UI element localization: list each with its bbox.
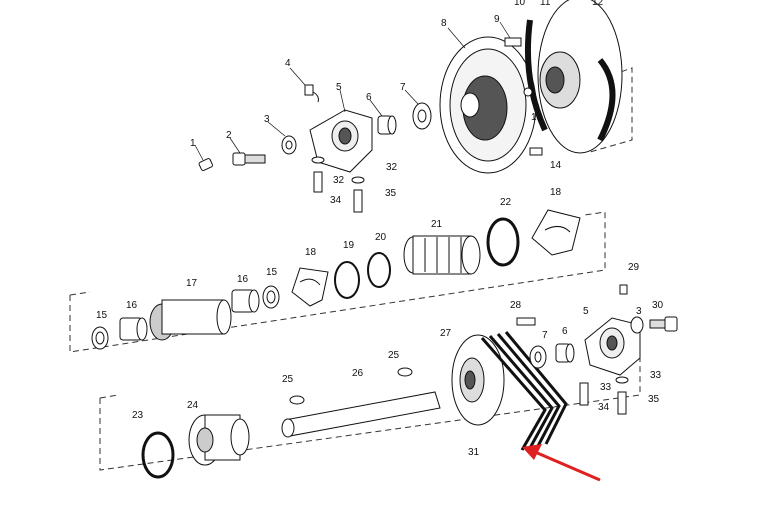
callout-label-c29: 29 — [628, 262, 640, 273]
callout-label-c7b: 7 — [542, 330, 548, 341]
callout-label-c13: 13 — [531, 112, 543, 123]
part-17-hub — [149, 299, 232, 341]
callout-label-c16a: 16 — [126, 300, 138, 311]
part-6-bushing-lower — [555, 343, 575, 363]
callout-label-c20: 20 — [375, 232, 387, 243]
callout-label-c30: 30 — [652, 300, 664, 311]
part-24-hub — [188, 414, 250, 466]
callout-label-c28: 28 — [510, 300, 522, 311]
part-7-washer-lower — [529, 345, 547, 369]
callout-label-c23: 23 — [132, 410, 144, 421]
callout-label-c35a: 35 — [385, 188, 397, 199]
callout-label-c32b: 32 — [386, 162, 398, 173]
part-15-washer-left — [91, 326, 109, 350]
callout-label-c12: 12 — [592, 0, 604, 8]
callout-label-c25a: 25 — [282, 374, 294, 385]
callout-label-c14: 14 — [550, 160, 562, 171]
callout-label-c33a: 33 — [600, 382, 612, 393]
callout-label-c11: 11 — [540, 0, 551, 8]
part-4-fitting — [289, 67, 319, 103]
part-33-34-35-fasteners-lower — [579, 376, 629, 415]
part-30-bolt — [649, 316, 678, 332]
callout-label-c15b: 15 — [266, 267, 278, 278]
part-8-drive-sheave — [439, 27, 537, 174]
part-31-belts — [480, 331, 568, 451]
part-9-bolt — [499, 21, 522, 47]
callout-label-c5b: 5 — [583, 306, 589, 317]
part-15-washer-right — [262, 285, 280, 309]
callout-label-c1: 1 — [190, 138, 196, 149]
part-16-bushing-left — [119, 317, 148, 341]
callout-label-c5a: 5 — [336, 82, 342, 93]
middle-group-outline — [69, 211, 606, 353]
callout-label-c2: 2 — [226, 130, 232, 141]
part-26-shaft — [281, 391, 441, 438]
callout-label-c26: 26 — [352, 368, 364, 379]
part-20-ring — [367, 252, 391, 288]
part-22-ring — [486, 217, 520, 267]
callout-label-c17: 17 — [186, 278, 198, 289]
part-18-cam-left — [291, 267, 329, 307]
callout-label-c27: 27 — [440, 328, 452, 339]
part-1-bolt — [194, 144, 213, 172]
part-28-bolt — [516, 317, 536, 326]
part-6-bushing — [369, 99, 397, 135]
callout-label-c19: 19 — [343, 240, 355, 251]
callout-label-c32a: 32 — [333, 175, 345, 186]
callout-label-c3b: 3 — [636, 306, 642, 317]
part-23-ring — [141, 431, 175, 479]
callout-label-c22: 22 — [500, 197, 512, 208]
part-16-bushing-right — [231, 289, 260, 313]
part-13-14-bolts — [523, 87, 543, 156]
part-27-pulley — [451, 334, 505, 426]
callout-label-c25b: 25 — [388, 350, 400, 361]
callout-label-c7a: 7 — [400, 82, 406, 93]
callout-label-c31: 31 — [468, 447, 480, 458]
part-32-34-35-fasteners-upper — [311, 156, 365, 213]
lower-group-outline — [99, 330, 641, 471]
callout-label-c18b: 18 — [550, 187, 562, 198]
callout-label-c4: 4 — [285, 58, 291, 69]
part-18-cam-right — [531, 209, 581, 256]
callout-label-c10: 10 — [514, 0, 526, 8]
part-29-fitting — [619, 284, 628, 295]
part-3-washer-lower — [630, 316, 644, 334]
part-7-washer — [404, 89, 432, 130]
callout-label-c8: 8 — [441, 18, 447, 29]
part-2-bolt — [229, 137, 266, 166]
part-3-washer — [267, 121, 297, 155]
callout-label-c9: 9 — [494, 14, 500, 25]
callout-label-c34a: 34 — [330, 195, 342, 206]
callout-label-c3: 3 — [264, 114, 270, 125]
part-25-keys — [289, 367, 413, 405]
part-5-bearing-housing-lower — [584, 317, 641, 376]
callout-label-c18a: 18 — [305, 247, 317, 258]
callout-label-c6b: 6 — [562, 326, 568, 337]
callout-label-c33b: 33 — [650, 370, 662, 381]
part-10-11-12-sheave-assembly — [524, 0, 623, 154]
callout-label-c24: 24 — [187, 400, 199, 411]
part-5-bearing-housing — [309, 89, 373, 173]
part-19-ring — [334, 261, 360, 299]
callout-label-c15a: 15 — [96, 310, 108, 321]
callout-label-c6a: 6 — [366, 92, 372, 103]
callout-label-c34b: 34 — [598, 402, 610, 413]
callout-label-c16b: 16 — [237, 274, 249, 285]
callout-label-c35b: 35 — [648, 394, 660, 405]
red-pointer-arrow — [522, 444, 601, 482]
callout-label-c21: 21 — [431, 219, 443, 230]
part-21-spring — [403, 235, 481, 275]
